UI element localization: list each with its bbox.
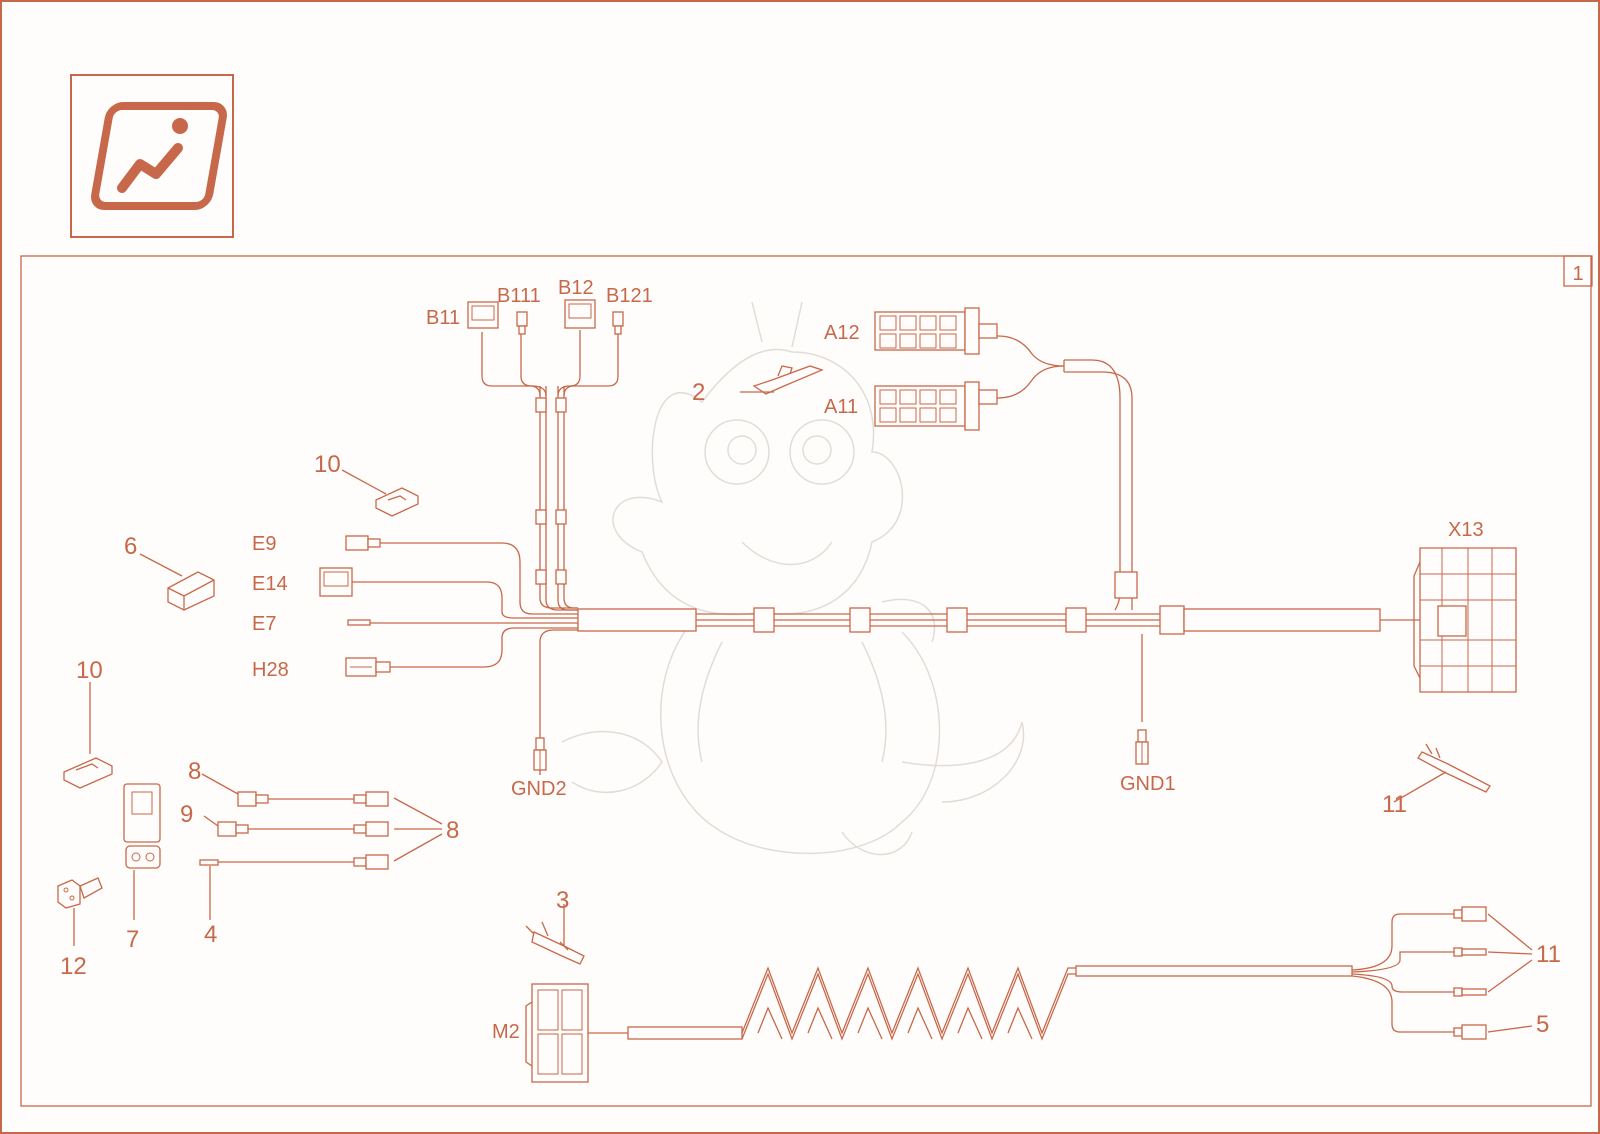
connector-b12 (564, 299, 596, 329)
callout-11-upper: 11 (1382, 791, 1407, 818)
left-branch-wires (352, 542, 578, 775)
upper-branch-wires (481, 330, 619, 611)
connector-m2 (525, 983, 628, 1083)
label-e14: E14 (252, 573, 288, 595)
upper-right-branch (992, 335, 1143, 722)
label-a11: A11 (824, 396, 858, 418)
label-a12: A12 (824, 322, 860, 344)
label-b111: B111 (497, 285, 541, 307)
label-b12: B12 (558, 277, 594, 299)
dragon-watermark (561, 301, 1025, 856)
callout-10-lower: 10 (76, 657, 103, 684)
label-e9: E9 (252, 533, 276, 555)
label-b11: B11 (426, 307, 460, 329)
label-m2: M2 (492, 1021, 520, 1043)
seat-info-icon (91, 102, 227, 210)
connector-h28 (345, 657, 391, 677)
seal-part-12 (57, 877, 103, 946)
connector-b121 (612, 311, 624, 335)
callout-3: 3 (556, 887, 569, 914)
label-e7: E7 (252, 613, 276, 635)
coiled-cable (627, 906, 1533, 1041)
jumper-wires (199, 773, 443, 920)
callout-6: 6 (124, 533, 137, 560)
label-gnd1: GND1 (1120, 773, 1176, 795)
label-h28: H28 (252, 659, 289, 681)
callout-12: 12 (60, 953, 87, 980)
callout-5: 5 (1536, 1011, 1549, 1038)
callout-4: 4 (204, 921, 217, 948)
connector-e7 (347, 619, 371, 626)
connector-e9 (345, 535, 381, 551)
callout-10-upper: 10 (314, 451, 341, 478)
terminal-part-11-upper (1393, 743, 1491, 803)
connector-b111 (516, 311, 528, 335)
housing-part-7 (123, 783, 161, 920)
connector-b11 (467, 301, 499, 329)
callout-8-left: 8 (188, 758, 201, 785)
connector-gnd1 (1135, 729, 1149, 765)
label-x13: X13 (1448, 519, 1484, 541)
sheet-number: 1 (1572, 263, 1583, 285)
callout-7: 7 (126, 926, 139, 953)
callout-2: 2 (692, 379, 705, 406)
label-b121: B121 (606, 285, 653, 307)
diagram-frame (20, 255, 1592, 1107)
terminal-part-3 (525, 904, 585, 965)
main-harness-trunk (577, 605, 1420, 635)
housing-part-6 (139, 553, 215, 611)
connector-e14 (319, 567, 353, 597)
callout-11-lower: 11 (1536, 941, 1561, 968)
connector-gnd2 (533, 737, 547, 771)
callout-9: 9 (180, 801, 193, 828)
label-gnd2: GND2 (511, 778, 567, 800)
callout-8-right: 8 (446, 817, 459, 844)
logo-frame (70, 74, 234, 238)
connector-a12 (874, 307, 998, 355)
cable-tie-part-10-upper (341, 469, 419, 517)
terminal-part-2 (740, 365, 824, 395)
connector-a11 (874, 381, 998, 431)
connector-x13 (1413, 547, 1517, 693)
cable-tie-part-10-lower (63, 682, 113, 789)
sheet-number-box (1563, 255, 1593, 287)
